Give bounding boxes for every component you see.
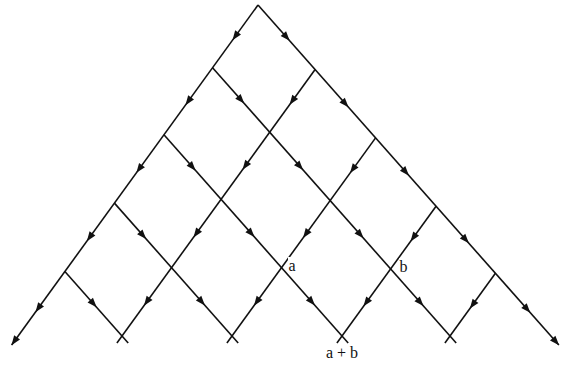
arrowhead [281, 31, 290, 41]
arrowhead [137, 229, 146, 239]
arrowhead [521, 303, 530, 313]
arrowhead [187, 161, 196, 171]
lattice-line [117, 70, 315, 343]
arrowhead [185, 95, 194, 105]
lattice-line [337, 206, 436, 343]
arrowhead [400, 166, 409, 176]
lattice-line [227, 138, 376, 343]
arrowhead [303, 228, 312, 238]
arrowhead [87, 231, 96, 241]
arrowhead [243, 160, 252, 170]
arrowhead [232, 30, 241, 40]
lattice-line [164, 135, 348, 343]
arrowhead [306, 296, 315, 306]
lattice-line [445, 273, 496, 343]
arrowhead [363, 296, 372, 306]
vertex-label: a [288, 257, 297, 274]
arrowhead [339, 98, 348, 108]
arrowhead [88, 298, 97, 308]
arrowhead [355, 229, 364, 239]
lattice-line [213, 68, 457, 343]
arrowhead [136, 163, 145, 173]
arrowhead [350, 163, 359, 173]
arrowhead [196, 296, 205, 306]
arrowhead [254, 296, 263, 306]
arrowhead [245, 228, 254, 238]
lattice-line [12, 5, 258, 345]
arrowhead [414, 296, 423, 306]
arrowhead [294, 160, 303, 170]
arrowhead [411, 232, 420, 242]
arrowhead [235, 94, 244, 104]
arrowhead [35, 302, 44, 312]
vertex-label: b [399, 258, 409, 275]
vertex-label: a + b [325, 344, 359, 361]
arrowhead [144, 296, 153, 306]
lattice-line [258, 5, 559, 345]
arrowhead [460, 234, 469, 244]
lattice-line [114, 203, 238, 343]
arrowhead [290, 95, 299, 105]
arrowhead [193, 227, 202, 237]
lattice-line [65, 271, 128, 343]
arrowhead [11, 335, 20, 345]
arrowhead [550, 336, 559, 346]
arrowhead [470, 299, 479, 309]
